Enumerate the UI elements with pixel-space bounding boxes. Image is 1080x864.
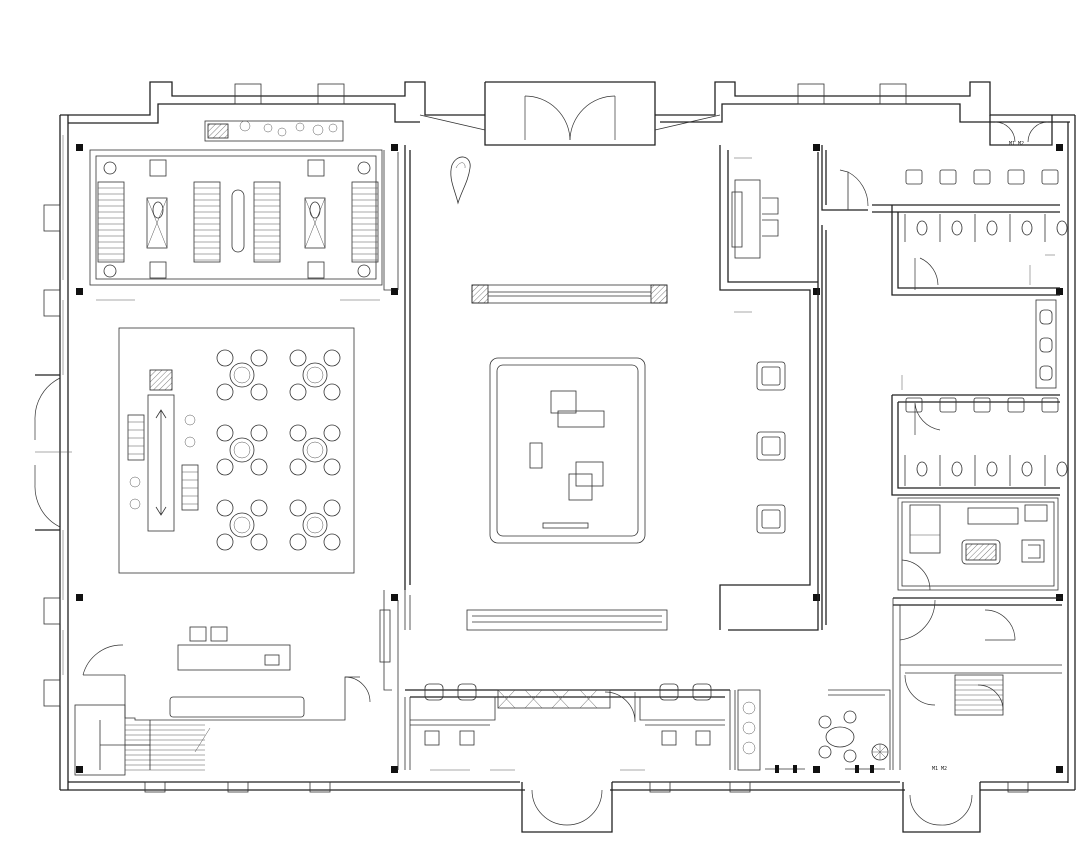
door-tag-top-right: M1 M2 xyxy=(1009,141,1024,147)
sofa-set-icon xyxy=(825,726,855,748)
accessible-restroom xyxy=(897,497,1059,591)
door-tag-bottom-right: M1 M2 xyxy=(932,766,947,772)
stair-left xyxy=(74,704,211,776)
cafe-seating-area xyxy=(118,327,355,574)
round-table-icon xyxy=(289,349,341,401)
counter-icon xyxy=(177,644,291,671)
bottom-rooms xyxy=(404,683,736,771)
restrooms-upper xyxy=(872,169,1068,389)
round-table-icon-group xyxy=(216,349,341,551)
left-doors xyxy=(34,374,72,531)
restrooms-lower xyxy=(891,375,1068,496)
exterior-walls xyxy=(43,81,1076,793)
round-table-icon xyxy=(216,424,268,476)
service-counter-area xyxy=(82,590,399,770)
round-table-icon xyxy=(216,349,268,401)
entrance-bottom: M1 M2 M1 M2 xyxy=(521,115,1053,833)
corridor xyxy=(821,145,869,630)
round-table-icon xyxy=(289,499,341,551)
central-atrium xyxy=(404,145,819,631)
round-table-icon xyxy=(289,424,341,476)
lounge xyxy=(737,689,891,773)
shelving-icon xyxy=(97,181,379,263)
toilet-icon xyxy=(961,539,1001,565)
retail-display-room xyxy=(89,120,399,301)
round-table-icon xyxy=(216,499,268,551)
main-entrance-top xyxy=(419,81,721,146)
stair-right xyxy=(892,597,1062,770)
feature-table-icon xyxy=(529,390,605,529)
